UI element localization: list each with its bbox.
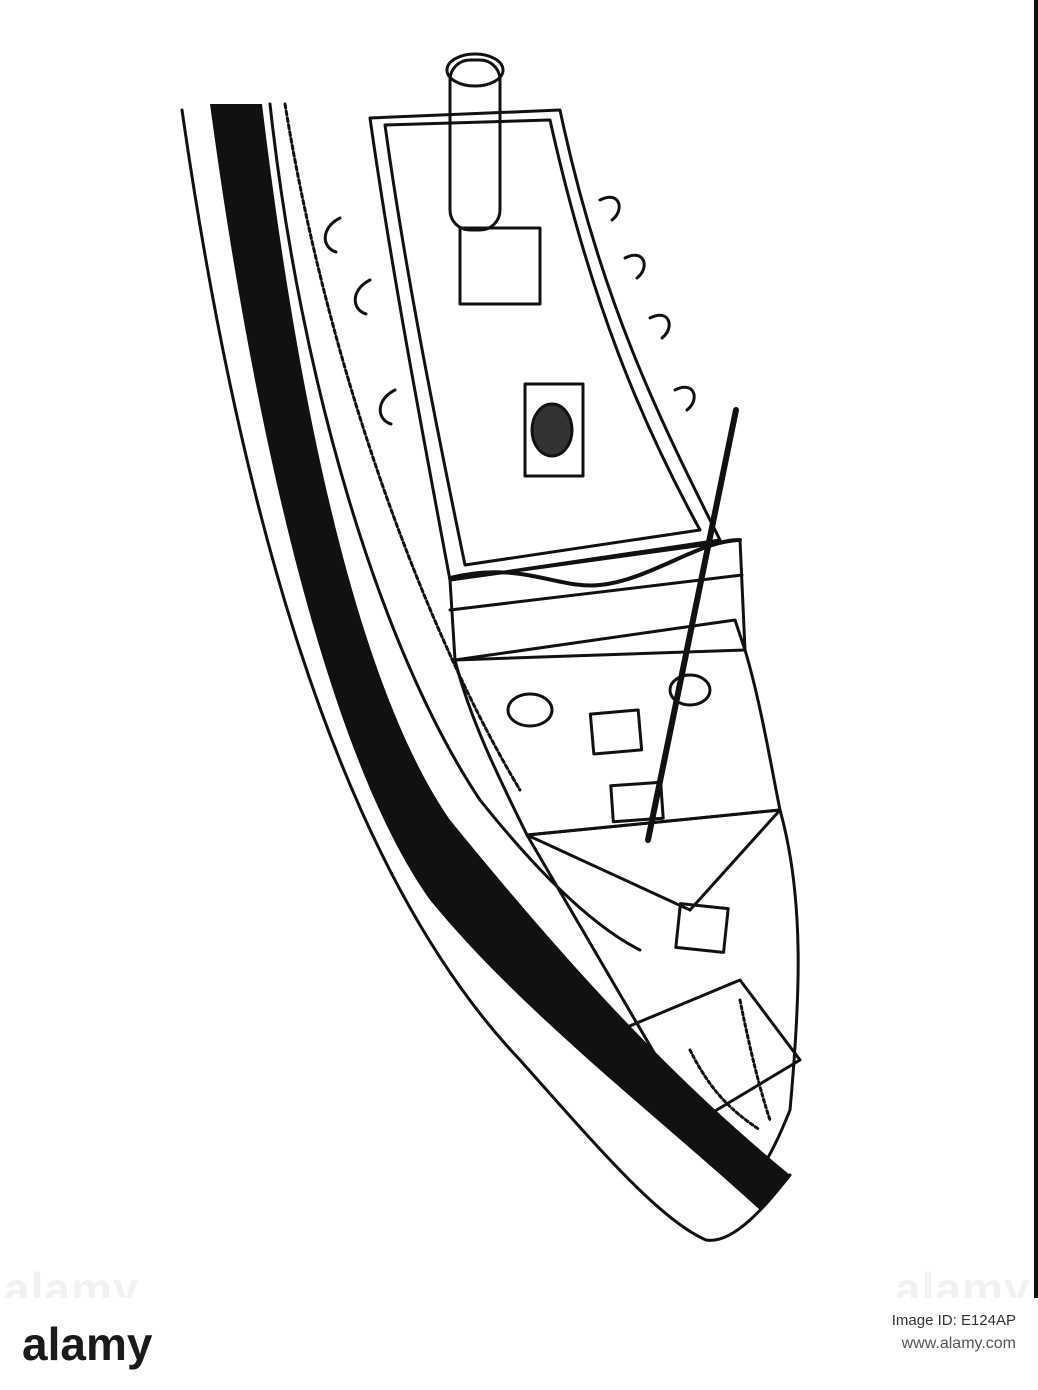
- davit-7: [378, 388, 397, 426]
- anchor-hatch: [618, 978, 802, 1122]
- forecastle-deck: [525, 808, 800, 1182]
- well-deck: [453, 618, 782, 837]
- funnel-top: [445, 52, 505, 88]
- ship-bow-illustration: [180, 52, 802, 1242]
- waterline-stripe: [210, 104, 790, 1210]
- bridge-front: [448, 538, 747, 662]
- hatch-cover-2: [609, 780, 665, 824]
- davit-4: [673, 386, 696, 412]
- footer-info: Image ID: E124AP www.alamy.com: [892, 1312, 1016, 1353]
- footer-bar: alamy Image ID: E124AP www.alamy.com: [0, 1298, 1038, 1390]
- forecastle-line-a: [525, 833, 692, 912]
- anchor-chain: [688, 1048, 762, 1132]
- superstructure-inner: [383, 118, 702, 567]
- deck-edge: [283, 102, 522, 792]
- hatch-cover: [588, 708, 644, 756]
- davit-6: [353, 278, 372, 316]
- hull-outline: [180, 108, 792, 1242]
- winch-right: [668, 673, 712, 707]
- skylight: [458, 226, 542, 306]
- funnel: [448, 58, 502, 232]
- forecastle-line-b: [688, 808, 782, 912]
- bridge-window-band: [448, 573, 744, 612]
- foremast: [645, 407, 739, 843]
- dome-skylight: [530, 402, 574, 458]
- davit-5: [323, 216, 342, 254]
- superstructure: [368, 108, 722, 582]
- anchor-chain-2: [738, 998, 772, 1122]
- alamy-logo: alamy: [22, 1318, 153, 1370]
- capstan-box: [674, 902, 730, 954]
- davit-3: [648, 314, 671, 340]
- vent-box: [523, 382, 585, 478]
- image-id-label: Image ID: E124AP: [891, 1312, 1016, 1329]
- site-url[interactable]: www.alamy.com: [901, 1335, 1016, 1352]
- sheer-line: [268, 102, 642, 952]
- davit-2: [623, 254, 646, 280]
- print-frame: alamy alamy: [4, 0, 1038, 1315]
- davit-1: [598, 196, 621, 222]
- svg-text:alamy: alamy: [22, 1318, 153, 1370]
- winch-left: [506, 692, 554, 728]
